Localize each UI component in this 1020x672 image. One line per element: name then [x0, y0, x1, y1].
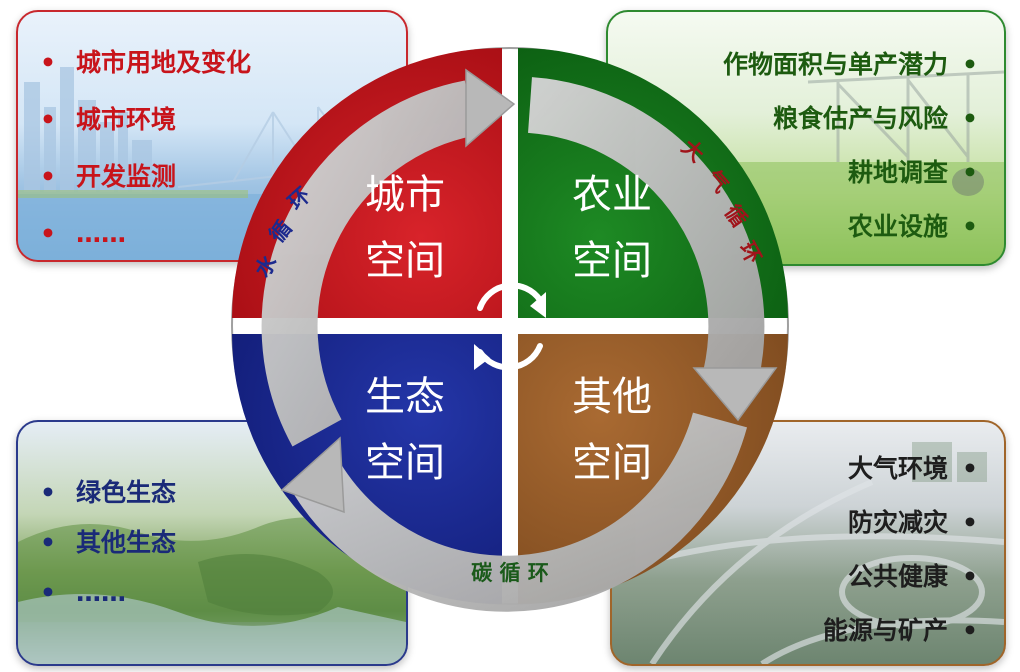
bullet-icon: • — [962, 158, 978, 187]
list-item: 农业设施• — [847, 212, 978, 241]
bullet-icon: • — [962, 212, 978, 241]
city-topics-list: •城市用地及变化 •城市环境 •开发监测 •…… — [40, 48, 252, 260]
water-cycle-arrow-icon — [465, 68, 516, 148]
water-cycle-arc — [261, 80, 476, 447]
forest-lake-image — [18, 517, 406, 664]
other-label-line1: 其他 — [572, 374, 652, 420]
urban-label-line1: 城市 — [365, 172, 445, 218]
ecology-topics-list: •绿色生态 •其他生态 •…… — [40, 480, 176, 630]
agriculture-label-line2: 空间 — [572, 238, 652, 284]
carbon-cycle-label: 碳 循 环 — [471, 561, 549, 585]
center-arrow-top-head-icon — [530, 292, 546, 318]
list-item: 能源与矿产• — [822, 616, 978, 645]
list-item: 大气环境• — [847, 454, 978, 483]
other-quadrant — [518, 334, 788, 604]
bullet-icon: • — [962, 562, 978, 591]
list-item: •城市用地及变化 — [40, 48, 252, 77]
ecology-label-line2: 空间 — [365, 440, 445, 486]
air-cycle-arrow-icon — [692, 367, 778, 422]
agriculture-label-line1: 农业 — [572, 172, 652, 218]
list-item: •其他生态 — [40, 528, 177, 557]
bullet-icon: • — [40, 48, 56, 77]
bullet-icon: • — [40, 219, 56, 248]
list-item: •…… — [40, 578, 126, 607]
bullet-icon: • — [962, 454, 978, 483]
list-item: •城市环境 — [40, 105, 177, 134]
bullet-icon: • — [962, 104, 978, 133]
agriculture-topics-list: 作物面积与单产潜力• 粮食估产与风险• 耕地调查• 农业设施• — [722, 50, 978, 264]
list-item: •绿色生态 — [40, 478, 177, 507]
list-item: 防灾减灾• — [847, 508, 978, 537]
list-item: •开发监测 — [40, 162, 177, 191]
bullet-icon: • — [40, 528, 56, 557]
bullet-icon: • — [962, 616, 978, 645]
other-topics-list: 大气环境• 防灾减灾• 公共健康• 能源与矿产• — [822, 454, 978, 664]
other-label-line2: 空间 — [572, 440, 652, 486]
bullet-icon: • — [962, 50, 978, 79]
other-panel: 大气环境• 防灾减灾• 公共健康• 能源与矿产• — [610, 420, 1006, 666]
air-cycle-arc — [527, 77, 765, 382]
urban-label-line2: 空间 — [365, 238, 445, 284]
ecology-label-line1: 生态 — [365, 374, 445, 420]
list-item: 粮食估产与风险• — [772, 104, 978, 133]
list-item: •…… — [40, 219, 126, 248]
carbon-cycle-arrow-icon — [280, 436, 345, 514]
list-item: 公共健康• — [847, 562, 978, 591]
bullet-icon: • — [40, 478, 56, 507]
center-arrow-bottom-head-icon — [474, 344, 490, 370]
center-arrow-top — [477, 282, 543, 311]
carbon-cycle-arc — [287, 412, 748, 612]
bullet-icon: • — [40, 578, 56, 607]
bullet-icon: • — [40, 162, 56, 191]
bullet-icon: • — [40, 105, 56, 134]
list-item: 耕地调查• — [847, 158, 978, 187]
ecology-panel: •绿色生态 •其他生态 •…… — [16, 420, 408, 666]
list-item: 作物面积与单产潜力• — [722, 50, 978, 79]
bullet-icon: • — [962, 508, 978, 537]
